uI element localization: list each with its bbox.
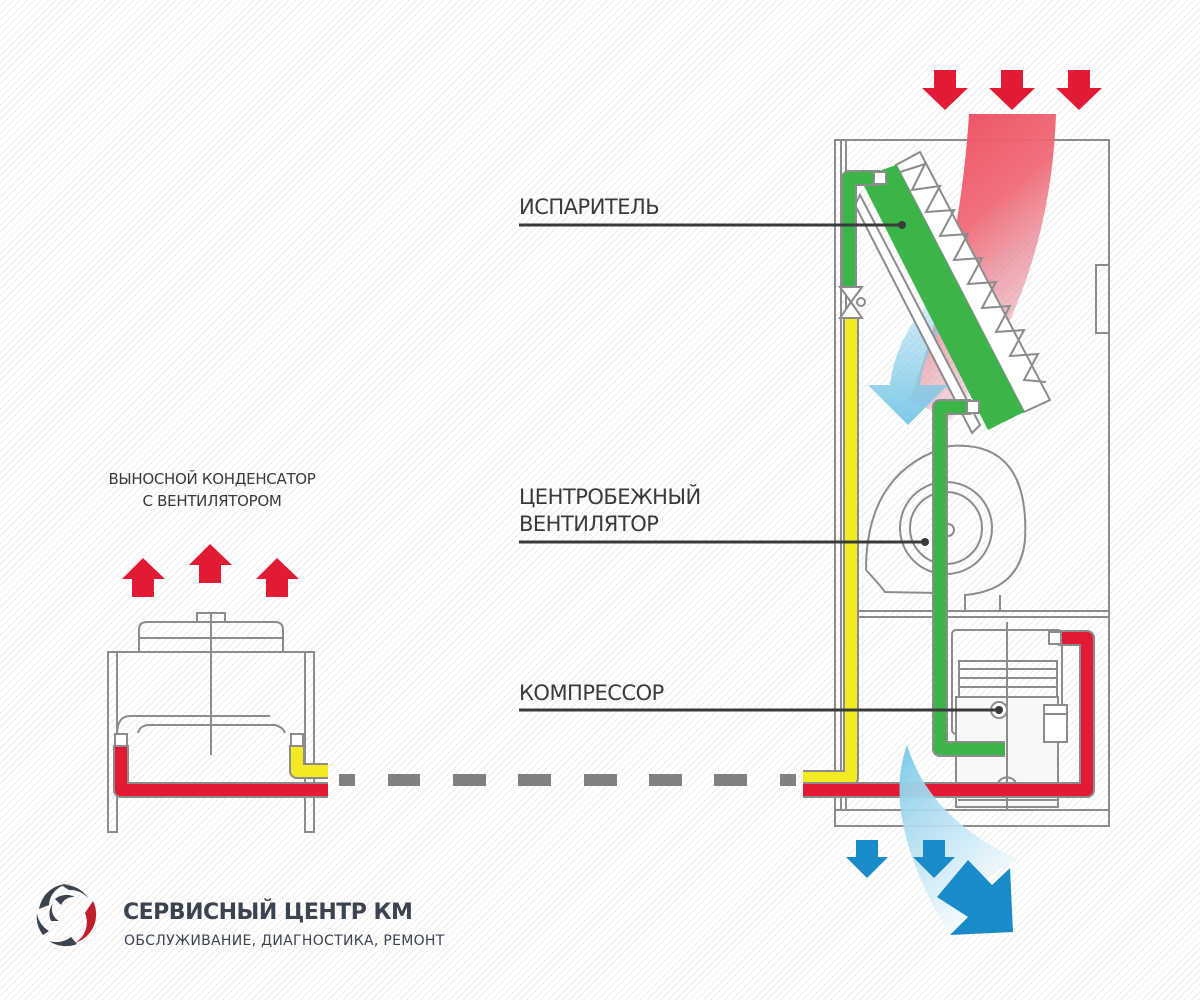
brand-tagline: ОБСЛУЖИВАНИЕ, ДИАГНОСТИКА, РЕМОНТ <box>124 933 445 949</box>
expansion-valve <box>838 286 866 319</box>
compressor <box>951 622 1068 810</box>
fan-label-line1: ЦЕНТРОБЕЖНЫЙ <box>519 485 701 509</box>
arrow-down-icon <box>989 70 1035 110</box>
remote-condenser <box>107 612 315 833</box>
compressor-label: КОМПРЕССОР <box>519 681 664 705</box>
brand-name: СЕРВИСНЫЙ ЦЕНТР КМ <box>123 900 413 925</box>
arrow-down-icon <box>1056 70 1102 110</box>
hot-air-in-arrows <box>922 70 1102 110</box>
condenser-title: ВЫНОСНОЙ КОНДЕНСАТОР С ВЕНТИЛЯТОРОМ <box>62 468 362 512</box>
arrow-up-icon <box>189 544 232 583</box>
discharge-line <box>803 630 1095 798</box>
condenser-exhaust-arrows <box>122 544 299 597</box>
access-panel <box>1095 264 1110 334</box>
refrigerant-line-connection <box>339 774 796 786</box>
liquid-line <box>803 319 859 786</box>
arrow-down-right-icon <box>937 860 1013 935</box>
leader-lines <box>519 223 999 712</box>
arrow-up-icon <box>122 558 165 597</box>
outdoor-piping <box>113 733 328 798</box>
cold-air-out-arrows <box>846 840 1013 935</box>
arrow-down-icon <box>922 70 968 110</box>
swirl-logo-icon <box>36 883 97 947</box>
arrow-up-icon <box>256 558 299 597</box>
arrow-down-icon <box>913 840 955 878</box>
evaporator-coil <box>853 150 1052 435</box>
cool-air-exhaust <box>899 745 1020 940</box>
suction-line <box>841 170 1005 757</box>
evaporator-label: ИСПАРИТЕЛЬ <box>519 195 660 219</box>
arrow-down-icon <box>846 840 888 878</box>
condenser-title-line1: ВЫНОСНОЙ КОНДЕНСАТОР <box>108 470 316 488</box>
condenser-title-line2: С ВЕНТИЛЯТОРОМ <box>142 492 282 510</box>
fan-label-line2: ВЕНТИЛЯТОР <box>519 512 659 536</box>
